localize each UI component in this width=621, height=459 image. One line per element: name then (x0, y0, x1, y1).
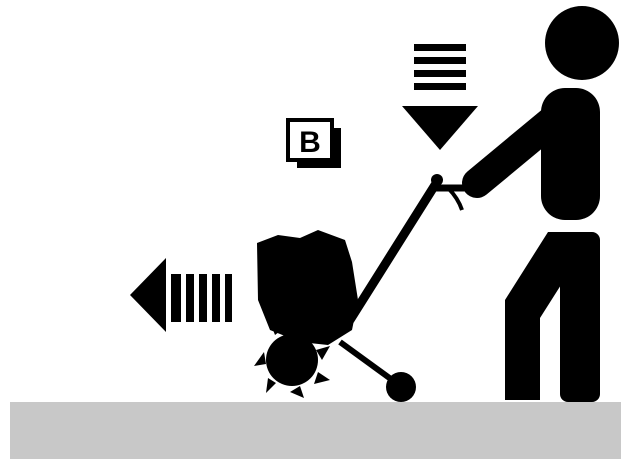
arrow-left-icon (130, 258, 232, 332)
person-icon (477, 6, 619, 402)
tiller-icon (254, 174, 470, 402)
ground-strip (10, 402, 621, 459)
callout-b: B (288, 120, 341, 168)
callout-label: B (299, 126, 321, 159)
arrow-down-icon (402, 44, 478, 150)
